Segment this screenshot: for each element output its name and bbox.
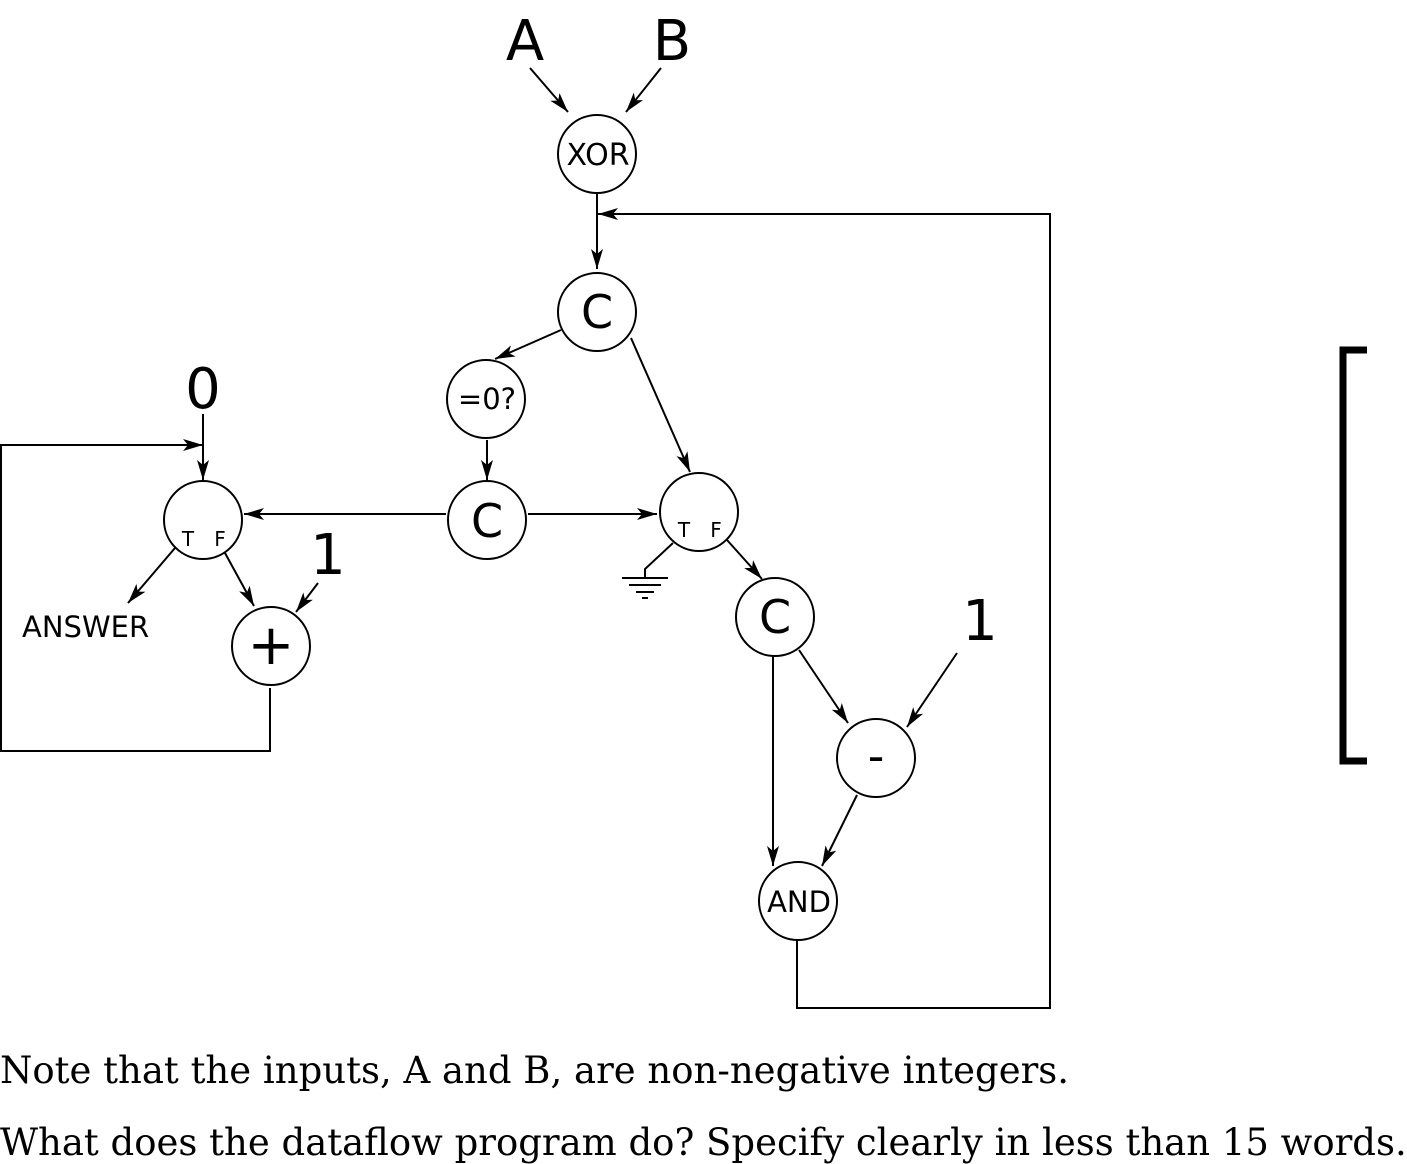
constant-one-right-label: 1 [962,589,998,654]
edge-copy-to-right-switch [630,337,691,473]
edge-right-switch-true-to-ground [644,542,674,578]
node-right-switch-false-label: F [710,518,722,542]
edge-right-switch-false-to-copy [726,539,763,580]
node-copy-mid-label: C [471,494,503,548]
constant-zero-label: 0 [185,357,221,422]
node-and: AND [758,861,838,941]
node-plus-label: + [248,613,295,678]
edge-and-feedback-loop [598,208,1051,1009]
node-xor: XOR [557,114,637,194]
node-minus: - [836,718,916,798]
input-b-label: B [653,9,691,74]
node-xor-label: XOR [566,138,629,173]
node-left-switch: T F [163,480,243,560]
dataflow-diagram: XOR C =0? C T F T F + C - AND A B 0 [0,9,1367,1009]
node-and-label: AND [767,885,831,919]
node-plus: + [231,606,311,686]
node-is-zero: =0? [446,359,526,439]
edge-switch-false-to-plus [224,552,255,607]
edge-copy-right-to-minus [798,649,849,724]
node-is-zero-label: =0? [458,382,516,416]
answer-output-label: ANSWER [22,610,149,644]
bracket-decoration [1339,346,1367,765]
edge-one-to-minus [906,652,958,728]
node-left-switch-true-label: T [181,527,195,551]
edges [0,67,1051,1009]
ground-icon [622,577,668,599]
edge-b-to-xor [625,67,662,113]
edge-copy-to-iszero [494,329,562,360]
node-right-switch: T F [659,472,739,552]
input-a-label: A [506,9,544,74]
node-copy-top-label: C [581,285,613,339]
note-inputs-nonnegative: Note that the inputs, A and B, are non-n… [0,1049,1070,1092]
edge-a-to-xor [529,67,569,113]
node-copy-right-label: C [759,590,791,644]
node-copy-right: C [735,577,815,657]
node-left-switch-false-label: F [214,527,226,551]
edge-plus-feedback-loop [0,439,271,752]
node-minus-label: - [868,729,885,783]
question-prompt: What does the dataflow program do? Speci… [0,1121,1407,1164]
edge-switch-true-to-answer [127,547,176,604]
constant-one-left-label: 1 [310,523,346,588]
edge-one-to-plus [295,582,319,613]
node-copy-mid: C [447,480,527,560]
node-right-switch-true-label: T [677,518,691,542]
node-copy-top: C [557,272,637,352]
edge-minus-to-and [821,794,858,867]
